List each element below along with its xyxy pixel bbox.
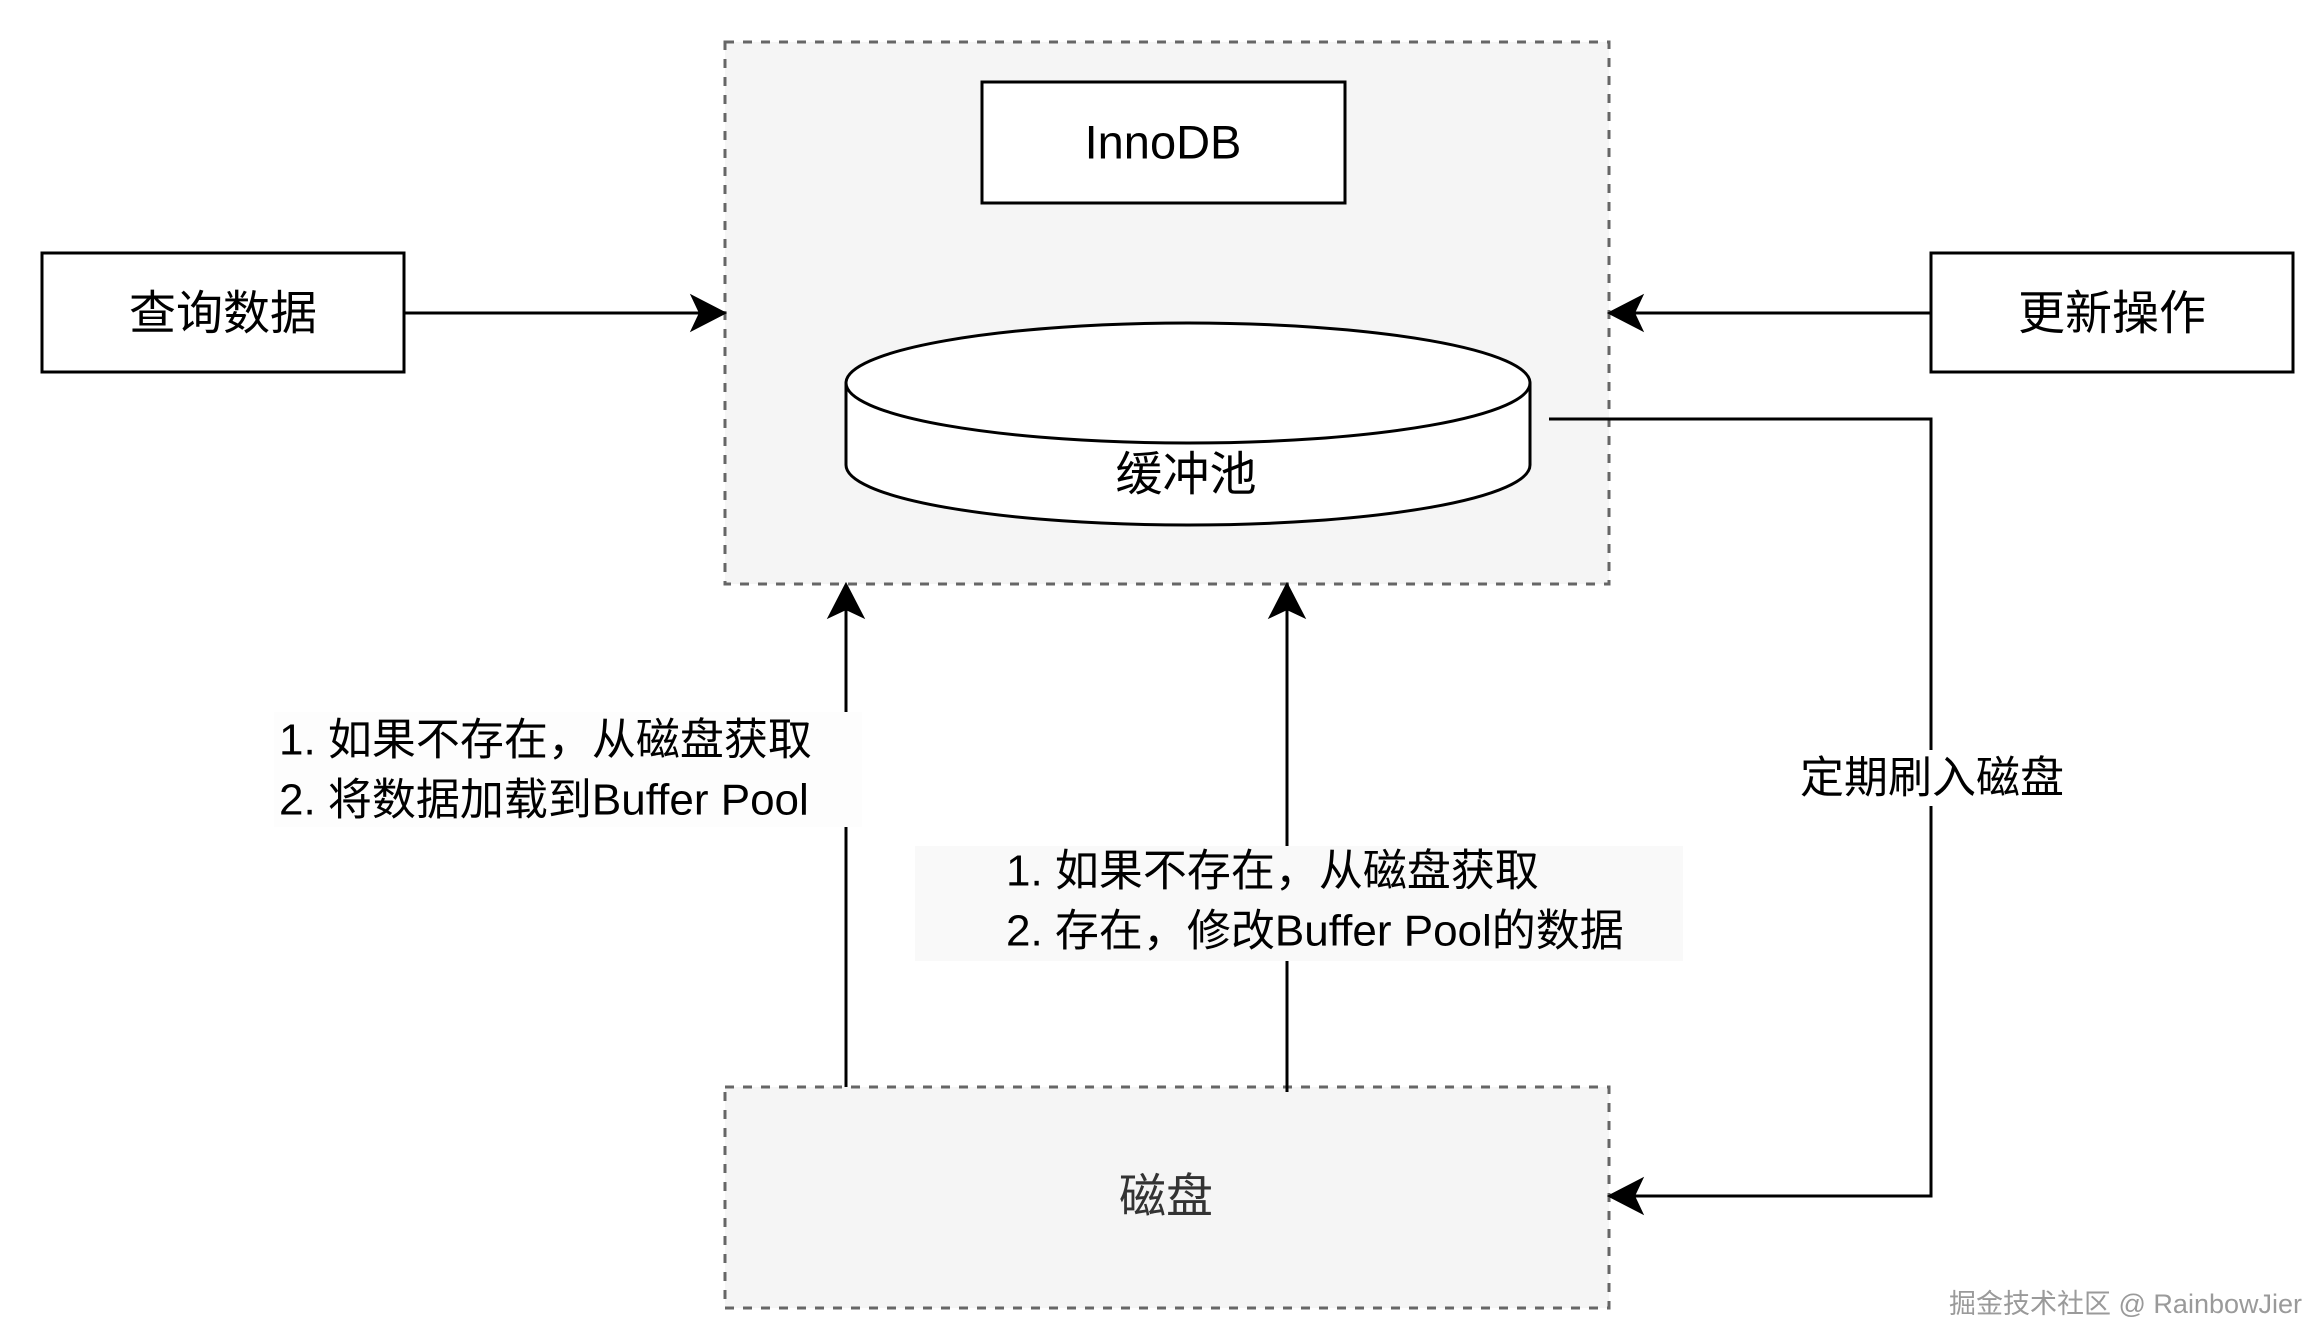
edge-update-to-innodb-arrowhead <box>1606 293 1645 333</box>
edge-disk-to-innodb-update-arrowhead <box>1267 581 1307 620</box>
edge-query-to-innodb-arrowhead <box>689 293 728 333</box>
disk-container <box>723 1085 1611 1310</box>
edge-label-update-line-1: 1. 如果不存在，从磁盘获取 <box>1006 847 1539 896</box>
update-operation-box <box>1929 251 2295 374</box>
buffer-pool-cylinder-body <box>844 321 1532 527</box>
edge-label-update: 1. 如果不存在，从磁盘获取 2. 存在，修改Buffer Pool的数据 <box>915 846 1683 961</box>
edge-bufferpool-to-disk-arrowhead <box>1606 1176 1645 1216</box>
edge-label-update-line-2: 2. 存在，修改Buffer Pool的数据 <box>1006 907 1624 956</box>
edge-label-load: 1. 如果不存在，从磁盘获取 2. 将数据加载到Buffer Pool <box>274 712 862 827</box>
edge-label-update-background <box>915 846 1683 961</box>
watermark: 掘金技术社区 @ RainbowJier <box>1949 1289 2302 1319</box>
buffer-pool-label: 缓冲池 <box>1116 448 1257 501</box>
edge-label-flush-background <box>1796 750 2068 806</box>
edge-disk-to-innodb-update <box>1267 581 1307 1092</box>
edge-label-load-background <box>274 712 862 827</box>
query-data-label: 查询数据 <box>129 287 317 340</box>
edge-label-load-line-1: 1. 如果不存在，从磁盘获取 <box>279 716 812 765</box>
innodb-box <box>980 80 1347 205</box>
update-operation-label: 更新操作 <box>2018 287 2206 340</box>
edge-label-flush-text: 定期刷入磁盘 <box>1800 754 2064 803</box>
edge-query-to-innodb <box>404 293 728 333</box>
edge-disk-to-innodb-load <box>826 581 866 1087</box>
edge-bufferpool-to-disk-line <box>1549 417 1933 1198</box>
edge-disk-to-innodb-load-arrowhead <box>826 581 866 620</box>
disk-label: 磁盘 <box>1119 1170 1213 1223</box>
query-data-box <box>40 251 406 374</box>
edge-label-load-line-2: 2. 将数据加载到Buffer Pool <box>279 776 809 825</box>
edge-bufferpool-to-disk <box>1549 417 1933 1216</box>
buffer-pool-cylinder-top-rim <box>844 382 1532 445</box>
edge-label-flush: 定期刷入磁盘 <box>1796 750 2068 806</box>
buffer-pool-cylinder <box>844 321 1532 527</box>
innodb-label: InnoDB <box>1085 116 1242 169</box>
edge-update-to-innodb <box>1606 293 1931 333</box>
